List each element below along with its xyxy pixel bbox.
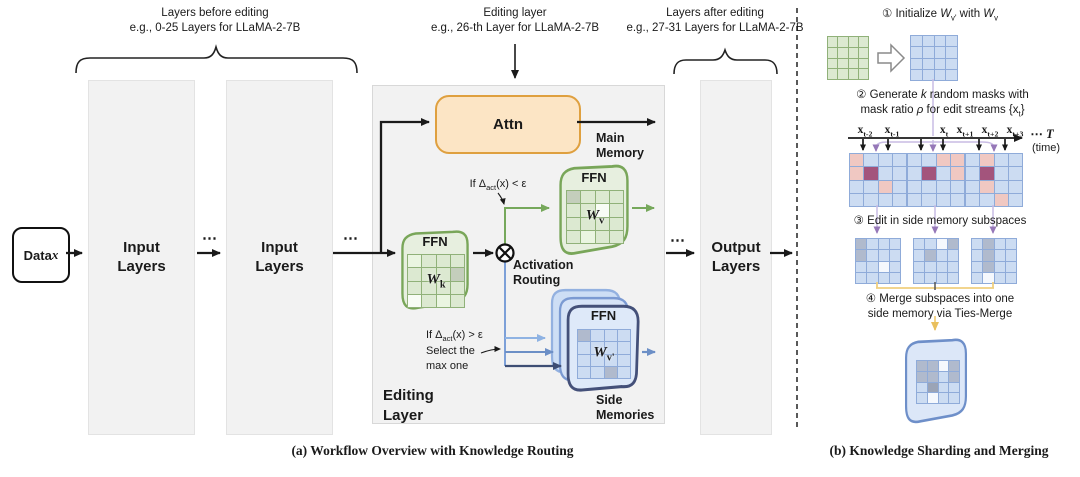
condition-greater-label: If Δact(x) > ε Select the max one [426, 328, 504, 374]
timeline-label-T: ⋯ T [1030, 127, 1054, 141]
wk-label: Wk [426, 271, 446, 291]
annotation-line: e.g., 27-31 Layers for LLaMA-2-7B [626, 21, 804, 34]
input-layers-label-1: Input Layers [117, 238, 166, 275]
mask-grid-3 [965, 153, 1023, 207]
mask-elbow-line [875, 141, 995, 151]
condition-line: max one [426, 360, 469, 373]
annotation-layers-before: Layers before editing e.g., 0-25 Layers … [75, 6, 355, 36]
edited-subspace-grid-1 [855, 238, 901, 284]
input-layers-label-2: Input Layers [255, 238, 304, 275]
step3-label: ③ Edit in side memory subspaces [853, 215, 1027, 227]
attn-box: Attn [435, 95, 581, 154]
timeline-label-xt-1: xt-1 [884, 124, 900, 139]
condition-line: Select the [426, 345, 475, 358]
step2-label: ② Generate k random masks with mask rati… [815, 88, 1070, 119]
input-layers-box-1: Input Layers [88, 80, 195, 435]
step4-line: ④ Merge subspaces into one [865, 293, 1015, 305]
main-memory-label: Main Memory [596, 131, 644, 160]
timeline-time-caption: (time) [1031, 142, 1061, 154]
timeline-label-xt: xt [939, 124, 949, 139]
mask-grid-1 [849, 153, 907, 207]
wv-label: Wv [585, 207, 605, 227]
annotation-line: Layers before editing [161, 7, 269, 19]
condition-less-label: If Δact(x) < ε [469, 178, 527, 193]
data-x-box: Data x [12, 227, 70, 283]
activation-routing-label: Activation Routing [513, 258, 574, 287]
ffn-wk-shape: FFN Wk [398, 228, 472, 314]
output-layers-box: Output Layers [700, 80, 772, 435]
annotation-layers-after: Layers after editing e.g., 27-31 Layers … [590, 6, 840, 36]
timeline-down-arrows [860, 139, 1008, 151]
output-layers-label: Output Layers [711, 238, 761, 275]
ffn-title: FFN [581, 170, 607, 185]
timeline-label-xt3: xt+3 [1006, 124, 1024, 139]
timeline-label-xt1: xt+1 [956, 124, 974, 139]
annotation-line: e.g., 0-25 Layers for LLaMA-2-7B [129, 21, 301, 34]
ellipsis-3: ⋯ [670, 232, 686, 249]
init-green-grid [827, 36, 869, 80]
ffn-title: FFN [590, 308, 617, 323]
ellipsis-1: ⋯ [202, 230, 218, 247]
step4-line: side memory via Ties-Merge [867, 307, 1013, 320]
step2-line: ② Generate k random masks with [856, 89, 1029, 101]
side-memory-front-shape: FFN Wv' [565, 302, 642, 396]
ffn-wv-shape: FFN Wv [556, 162, 632, 260]
wv-prime-label: Wv' [593, 344, 615, 364]
brace-after-editing [673, 47, 778, 75]
side-memories-label: Side Memories [596, 393, 655, 422]
input-layers-box-2: Input Layers [226, 80, 333, 435]
init-blue-grid [910, 35, 958, 81]
condition-line: If Δact(x) > ε [426, 329, 483, 344]
merged-side-memory-shape [902, 336, 970, 428]
annotation-line: e.g., 26-th Layer for LLaMA-2-7B [430, 21, 600, 34]
edited-subspace-grid-3 [971, 238, 1017, 284]
timeline-label-xt-2: xt-2 [857, 124, 873, 139]
annotation-line: Editing layer [483, 7, 547, 19]
step1-label: ① Initialize Wv' with Wv [881, 8, 999, 23]
caption-panel-b: (b) Knowledge Sharding and Merging [829, 443, 1049, 458]
brace-before-editing [75, 44, 358, 74]
annotation-editing-layer: Editing layer e.g., 26-th Layer for LLaM… [395, 6, 635, 36]
annotation-line: Layers after editing [666, 7, 764, 19]
ffn-title: FFN [422, 234, 448, 249]
caption-panel-a: (a) Workflow Overview with Knowledge Rou… [291, 443, 574, 458]
init-hollow-arrow-icon [877, 43, 906, 73]
edited-subspace-grid-2 [913, 238, 959, 284]
wv-weight-grid: Wv [566, 190, 624, 244]
timeline-label-xt2: xt+2 [981, 124, 999, 139]
ellipsis-2: ⋯ [343, 230, 359, 247]
purple-mask-arrows [872, 140, 998, 152]
wk-weight-grid: Wk [407, 254, 465, 308]
mask-grid-2 [907, 153, 965, 207]
step4-label: ④ Merge subspaces into one side memory v… [815, 292, 1065, 322]
merged-weight-grid [916, 360, 960, 404]
step2-line: mask ratio ρ for edit streams {xt} [860, 103, 1025, 119]
wv-prime-weight-grid: Wv' [577, 329, 631, 379]
editing-layer-label: Editing Layer [383, 387, 434, 424]
